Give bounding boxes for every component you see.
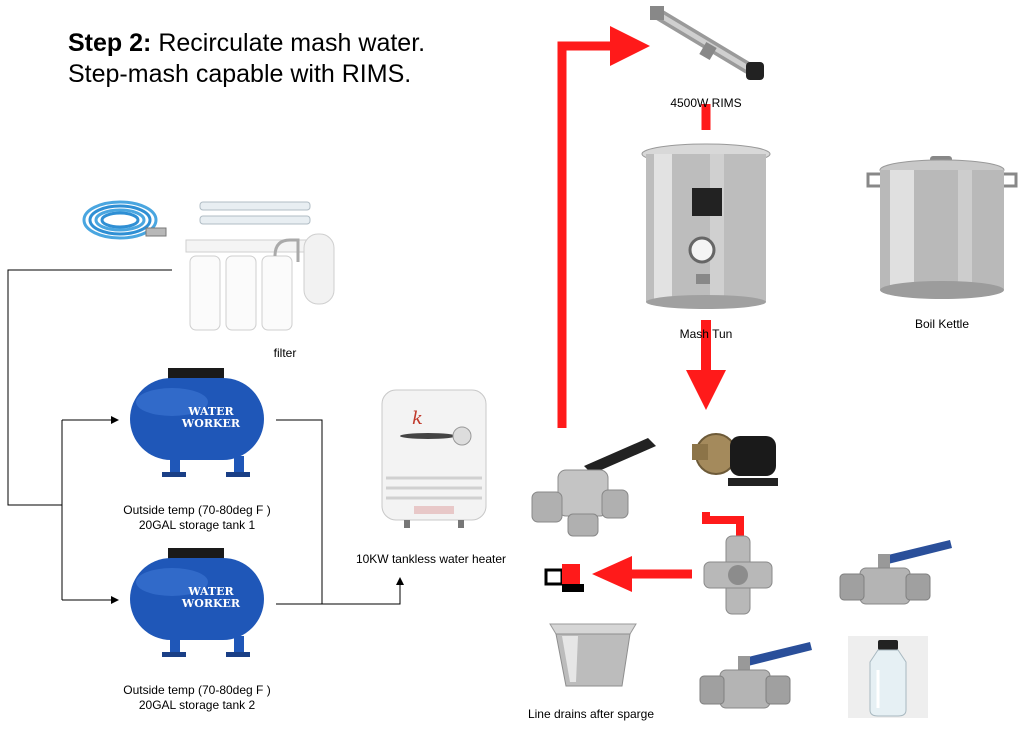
- tank-1-logo-line2: WORKER: [181, 417, 241, 430]
- mash-tun-label: Mash Tun: [679, 327, 733, 341]
- drain-fitting-icon: [544, 560, 588, 594]
- pump-image: [690, 424, 786, 496]
- tank-1-logo-line1: WATER: [188, 405, 234, 418]
- carboy-image: [848, 636, 928, 718]
- step-title: Step 2: Recirculate mash water. Step-mas…: [68, 28, 448, 90]
- mash-tun-image: [640, 140, 772, 310]
- rims-label: 4500W RIMS: [670, 96, 742, 110]
- tank-2-logo: WATER WORKER: [176, 586, 246, 610]
- line-drains-label: Line drains after sparge: [527, 707, 655, 721]
- tank-2-label-line2: 20GAL storage tank 2: [138, 698, 256, 712]
- tank-1-label-line2: 20GAL storage tank 1: [138, 518, 256, 532]
- ball-valve-right-image: [836, 536, 956, 616]
- tankless-water-heater-image: k: [378, 388, 490, 530]
- three-way-valve-image: [528, 430, 664, 540]
- storage-tank-2-image: WATER WORKER: [122, 548, 272, 660]
- rims-heater-image: [646, 4, 770, 86]
- tank-2-logo-line2: WORKER: [181, 597, 241, 610]
- water-filter-image: [180, 196, 340, 336]
- tank-2-logo-line1: WATER: [188, 585, 234, 598]
- step-title-bold: Step 2:: [68, 29, 152, 57]
- filter-label: filter: [273, 346, 297, 360]
- tank-2-label: Outside temp (70-80deg F ) 20GAL storage…: [102, 683, 292, 713]
- tank-1-label: Outside temp (70-80deg F ) 20GAL storage…: [102, 503, 292, 533]
- ball-valve-bottom-image: [696, 636, 816, 718]
- boil-kettle-label: Boil Kettle: [914, 317, 970, 331]
- tank-2-label-line1: Outside temp (70-80deg F ): [123, 683, 271, 697]
- boil-kettle-image: [866, 156, 1018, 304]
- step-title-text: Recirculate mash water. Step-mash capabl…: [68, 29, 426, 88]
- tank-1-label-line1: Outside temp (70-80deg F ): [123, 503, 271, 517]
- drain-pan-image: [548, 620, 640, 692]
- svg-text:k: k: [412, 408, 423, 429]
- storage-tank-1-image: WATER WORKER: [122, 368, 272, 480]
- cross-fitting-image: [700, 534, 776, 616]
- tank-1-logo: WATER WORKER: [176, 406, 246, 430]
- heater-label: 10KW tankless water heater: [355, 552, 507, 566]
- garden-hose-image: [80, 192, 172, 248]
